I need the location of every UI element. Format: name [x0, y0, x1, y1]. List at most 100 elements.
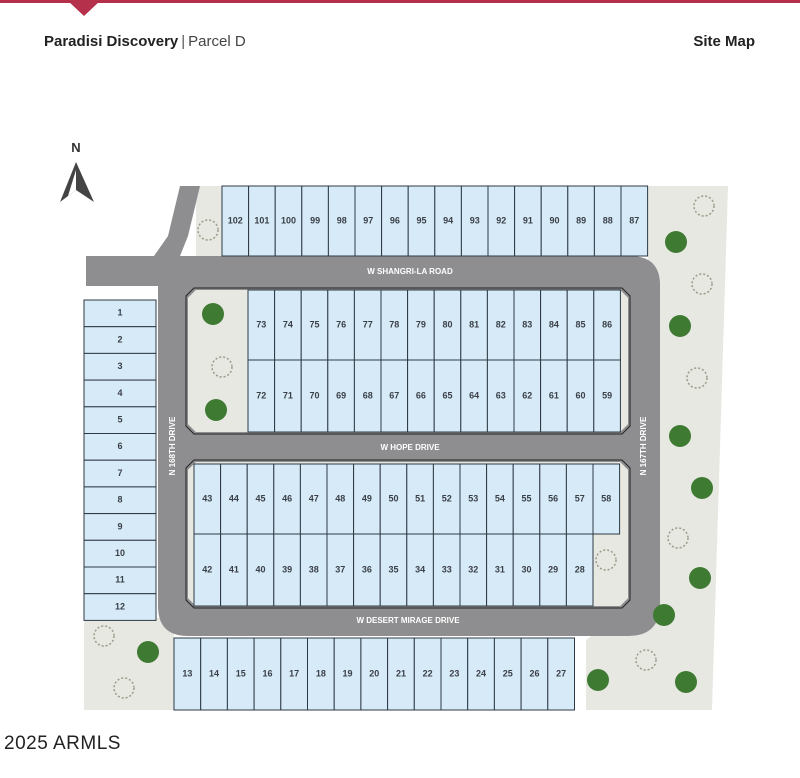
lot-22[interactable]: 22: [413, 637, 442, 711]
lot-47[interactable]: 47: [299, 463, 328, 535]
lot-66[interactable]: 66: [407, 359, 435, 433]
lot-18[interactable]: 18: [307, 637, 335, 711]
lot-11[interactable]: 11: [83, 566, 157, 595]
lot-3[interactable]: 3: [83, 352, 157, 381]
lot-24[interactable]: 24: [467, 637, 495, 711]
lot-30[interactable]: 30: [512, 533, 541, 607]
lot-35[interactable]: 35: [379, 533, 408, 607]
lot-89[interactable]: 89: [567, 185, 595, 257]
lot-59[interactable]: 59: [593, 359, 621, 433]
lot-8[interactable]: 8: [83, 486, 157, 515]
lot-101[interactable]: 101: [248, 185, 276, 257]
lot-61[interactable]: 61: [540, 359, 568, 433]
lot-63[interactable]: 63: [486, 359, 515, 433]
lot-53[interactable]: 53: [459, 463, 488, 535]
lot-2[interactable]: 2: [83, 326, 157, 354]
lot-31[interactable]: 31: [486, 533, 514, 607]
lot-90[interactable]: 90: [540, 185, 569, 257]
lot-39[interactable]: 39: [273, 533, 301, 607]
lot-46[interactable]: 46: [273, 463, 301, 535]
lot-12[interactable]: 12: [83, 593, 157, 621]
lot-28[interactable]: 28: [565, 533, 594, 607]
lot-23[interactable]: 23: [440, 637, 469, 711]
lot-83[interactable]: 83: [513, 289, 542, 361]
lot-62[interactable]: 62: [513, 359, 542, 433]
lot-44[interactable]: 44: [220, 463, 248, 535]
lot-84[interactable]: 84: [540, 289, 568, 361]
lot-17[interactable]: 17: [280, 637, 308, 711]
lot-82[interactable]: 82: [486, 289, 515, 361]
lot-34[interactable]: 34: [406, 533, 434, 607]
lot-36[interactable]: 36: [353, 533, 381, 607]
lot-92[interactable]: 92: [487, 185, 516, 257]
lot-21[interactable]: 21: [387, 637, 415, 711]
lot-26[interactable]: 26: [520, 637, 549, 711]
lot-45[interactable]: 45: [246, 463, 275, 535]
lot-1[interactable]: 1: [83, 299, 157, 328]
lot-54[interactable]: 54: [486, 463, 514, 535]
lot-98[interactable]: 98: [327, 185, 356, 257]
lot-100[interactable]: 100: [274, 185, 303, 257]
lot-48[interactable]: 48: [326, 463, 355, 535]
lot-16[interactable]: 16: [253, 637, 282, 711]
lot-51[interactable]: 51: [406, 463, 434, 535]
lot-93[interactable]: 93: [460, 185, 489, 257]
lot-6[interactable]: 6: [83, 433, 157, 461]
lot-99[interactable]: 99: [301, 185, 329, 257]
lot-72[interactable]: 72: [247, 359, 276, 433]
lot-49[interactable]: 49: [353, 463, 381, 535]
lot-76[interactable]: 76: [327, 289, 355, 361]
lot-27[interactable]: 27: [547, 637, 575, 711]
lot-55[interactable]: 55: [512, 463, 541, 535]
lot-102[interactable]: 102: [221, 185, 250, 257]
lot-25[interactable]: 25: [493, 637, 522, 711]
lot-78[interactable]: 78: [380, 289, 409, 361]
lot-80[interactable]: 80: [433, 289, 462, 361]
lot-81[interactable]: 81: [460, 289, 488, 361]
lot-71[interactable]: 71: [274, 359, 302, 433]
lot-13[interactable]: 13: [173, 637, 202, 711]
lot-70[interactable]: 70: [300, 359, 329, 433]
lot-7[interactable]: 7: [83, 459, 157, 488]
lot-87[interactable]: 87: [620, 185, 649, 257]
lot-57[interactable]: 57: [565, 463, 594, 535]
lot-74[interactable]: 74: [274, 289, 302, 361]
lot-20[interactable]: 20: [360, 637, 389, 711]
lot-91[interactable]: 91: [514, 185, 542, 257]
lot-43[interactable]: 43: [193, 463, 222, 535]
lot-10[interactable]: 10: [83, 539, 157, 568]
lot-4[interactable]: 4: [83, 379, 157, 408]
lot-85[interactable]: 85: [566, 289, 595, 361]
lot-58[interactable]: 58: [592, 463, 621, 535]
lot-14[interactable]: 14: [200, 637, 228, 711]
lot-67[interactable]: 67: [380, 359, 409, 433]
lot-52[interactable]: 52: [432, 463, 461, 535]
lot-77[interactable]: 77: [353, 289, 382, 361]
lot-15[interactable]: 15: [226, 637, 255, 711]
lot-97[interactable]: 97: [354, 185, 383, 257]
lot-50[interactable]: 50: [379, 463, 408, 535]
lot-65[interactable]: 65: [433, 359, 462, 433]
lot-86[interactable]: 86: [593, 289, 621, 361]
lot-96[interactable]: 96: [381, 185, 409, 257]
lot-68[interactable]: 68: [353, 359, 382, 433]
lot-32[interactable]: 32: [459, 533, 488, 607]
lot-64[interactable]: 64: [460, 359, 488, 433]
lot-88[interactable]: 88: [593, 185, 622, 257]
lot-94[interactable]: 94: [434, 185, 462, 257]
lot-75[interactable]: 75: [300, 289, 329, 361]
lot-42[interactable]: 42: [193, 533, 222, 607]
lot-5[interactable]: 5: [83, 406, 157, 434]
lot-33[interactable]: 33: [432, 533, 461, 607]
lot-9[interactable]: 9: [83, 513, 157, 541]
lot-60[interactable]: 60: [566, 359, 595, 433]
lot-56[interactable]: 56: [539, 463, 567, 535]
lot-79[interactable]: 79: [407, 289, 435, 361]
lot-95[interactable]: 95: [407, 185, 436, 257]
lot-19[interactable]: 19: [333, 637, 362, 711]
lot-40[interactable]: 40: [246, 533, 275, 607]
lot-73[interactable]: 73: [247, 289, 276, 361]
lot-29[interactable]: 29: [539, 533, 567, 607]
lot-41[interactable]: 41: [220, 533, 248, 607]
lot-37[interactable]: 37: [326, 533, 355, 607]
